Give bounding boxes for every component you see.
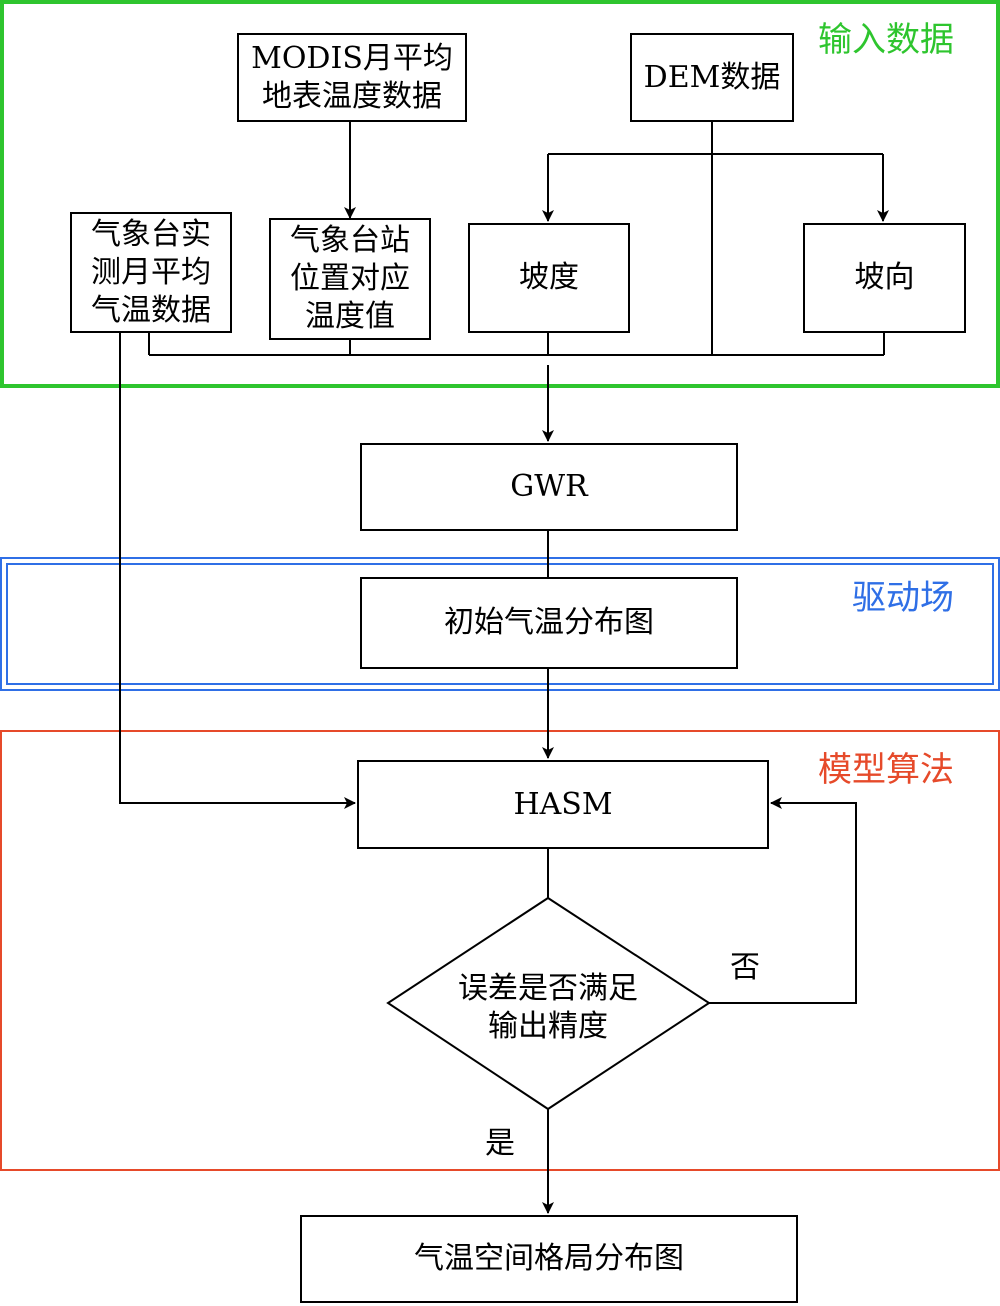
node-dem: DEM数据 [630,33,794,122]
model-algorithm-group [0,730,1000,1171]
input-data-group-label: 输入数据 [818,20,954,60]
edge-label-no: 否 [730,950,760,985]
node-modis-lst: MODIS月平均 地表温度数据 [237,33,467,122]
model-algorithm-group-label: 模型算法 [818,750,954,790]
node-station-observed-temp: 气象台实 测月平均 气温数据 [70,212,232,333]
node-gwr: GWR [360,443,738,531]
node-decision-label: 误差是否满足 输出精度 [458,971,638,1044]
driving-field-group [0,557,1000,691]
edge-obs-hasm [119,333,356,809]
node-station-location-temp: 气象台站 位置对应 温度值 [269,218,431,340]
driving-field-group-label: 驱动场 [852,578,954,618]
decision-diamond [386,896,711,1111]
node-aspect: 坡向 [803,223,966,333]
node-output-map: 气温空间格局分布图 [300,1215,798,1303]
node-initial-temp-map: 初始气温分布图 [360,577,738,669]
input-data-group [0,0,1000,388]
edge-label-yes: 是 [485,1126,515,1161]
node-hasm: HASM [357,760,769,849]
edge-decision-no [709,797,857,1004]
node-slope: 坡度 [468,223,630,333]
